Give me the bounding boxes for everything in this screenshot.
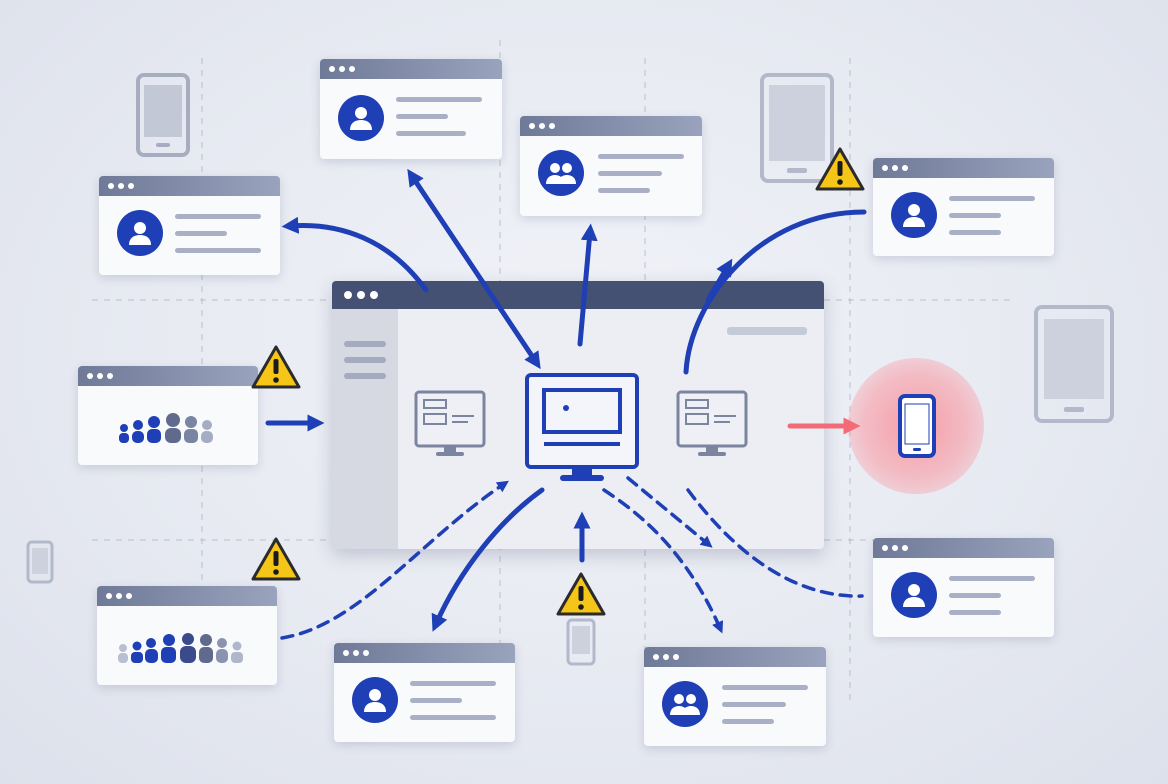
card-titlebar [873, 158, 1054, 178]
mobile-device-highlighted[interactable] [898, 394, 936, 458]
user-profile-card-bottom[interactable] [334, 643, 515, 742]
monitor-icon-center [525, 373, 639, 481]
main-window-header-line [727, 327, 807, 335]
user-profile-card-top[interactable] [320, 59, 502, 159]
warning-icon [556, 572, 606, 616]
crowd-card-left[interactable] [78, 366, 258, 465]
user-profile-card-right[interactable] [873, 158, 1054, 256]
card-titlebar [873, 538, 1054, 558]
main-window-sidebar [332, 309, 398, 549]
user-profile-card-left[interactable] [99, 176, 280, 275]
group-avatar-icon [662, 681, 708, 727]
card-text-lines [949, 196, 1035, 247]
group-avatar-icon [538, 150, 584, 196]
tablet-icon-faded-right [1034, 305, 1114, 423]
card-text-lines [722, 685, 808, 736]
user-avatar-icon [891, 572, 937, 618]
card-text-lines [410, 681, 496, 732]
warning-icon [251, 345, 301, 389]
phone-icon-faded-left [26, 540, 54, 584]
crowd-card-bottom-left[interactable] [97, 586, 277, 685]
card-text-lines [175, 214, 261, 265]
main-window-titlebar [332, 281, 824, 309]
group-card-top[interactable] [520, 116, 702, 216]
card-titlebar [644, 647, 826, 667]
card-titlebar [97, 586, 277, 606]
user-avatar-icon [117, 210, 163, 256]
warning-icon [815, 147, 865, 191]
card-text-lines [598, 154, 684, 205]
crowd-icon [118, 633, 243, 663]
group-card-bottom[interactable] [644, 647, 826, 746]
phone-icon-faded-bottom [566, 618, 596, 666]
monitor-icon-left [414, 390, 486, 456]
monitor-icon-right [676, 390, 748, 456]
crowd-icon [119, 413, 213, 443]
user-avatar-icon [352, 677, 398, 723]
card-titlebar [520, 116, 702, 136]
card-titlebar [99, 176, 280, 196]
warning-icon [251, 537, 301, 581]
user-avatar-icon [338, 95, 384, 141]
card-titlebar [78, 366, 258, 386]
phone-icon-faded-top-left [136, 73, 190, 157]
card-titlebar [334, 643, 515, 663]
card-titlebar [320, 59, 502, 79]
user-profile-card-bottom-right[interactable] [873, 538, 1054, 637]
card-text-lines [949, 576, 1035, 627]
tablet-icon-faded-top-right [760, 73, 834, 183]
user-avatar-icon [891, 192, 937, 238]
card-text-lines [396, 97, 482, 148]
